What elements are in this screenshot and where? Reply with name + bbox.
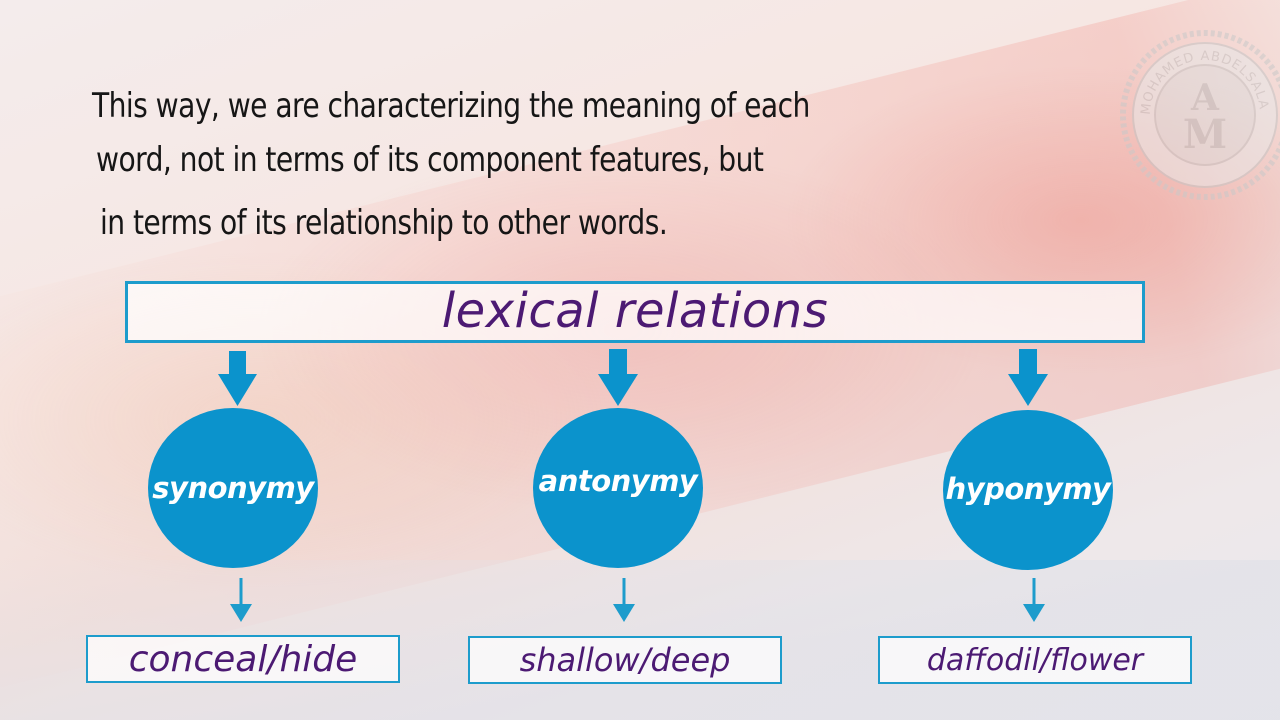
- logo-seal: A M MOHAMED ABDELSALAM: [1120, 30, 1280, 200]
- root-node-label: lexical relations: [441, 283, 829, 339]
- intro-text-line-1: This way, we are characterizing the mean…: [92, 86, 810, 126]
- example-antonymy-label: shallow/deep: [519, 641, 731, 679]
- svg-text:M: M: [1183, 111, 1227, 158]
- node-synonymy-label: synonymy: [152, 471, 314, 505]
- example-box-synonymy: conceal/hide: [86, 635, 400, 683]
- arrow-root-to-synonymy: [218, 351, 257, 406]
- node-hyponymy-label: hyponymy: [945, 472, 1111, 506]
- intro-text-line-2: word, not in terms of its component feat…: [96, 140, 764, 180]
- example-box-hyponymy: daffodil/flower: [878, 636, 1192, 684]
- root-node-box: lexical relations: [125, 281, 1145, 343]
- arrowhead-synonymy: [230, 604, 252, 622]
- node-antonymy: antonymy: [533, 408, 703, 568]
- arrow-root-to-hyponymy: [1008, 349, 1048, 406]
- node-hyponymy: hyponymy: [943, 410, 1113, 570]
- svg-text:A: A: [1190, 77, 1220, 119]
- example-box-antonymy: shallow/deep: [468, 636, 782, 684]
- node-synonymy: synonymy: [148, 408, 318, 568]
- example-hyponymy-label: daffodil/flower: [926, 642, 1144, 678]
- arrowhead-antonymy: [613, 604, 635, 622]
- example-synonymy-label: conceal/hide: [128, 638, 358, 680]
- arrow-root-to-antonymy: [598, 349, 638, 406]
- intro-text-line-3: in terms of its relationship to other wo…: [100, 203, 668, 243]
- node-antonymy-label: antonymy: [538, 464, 698, 498]
- arrowhead-hyponymy: [1023, 604, 1045, 622]
